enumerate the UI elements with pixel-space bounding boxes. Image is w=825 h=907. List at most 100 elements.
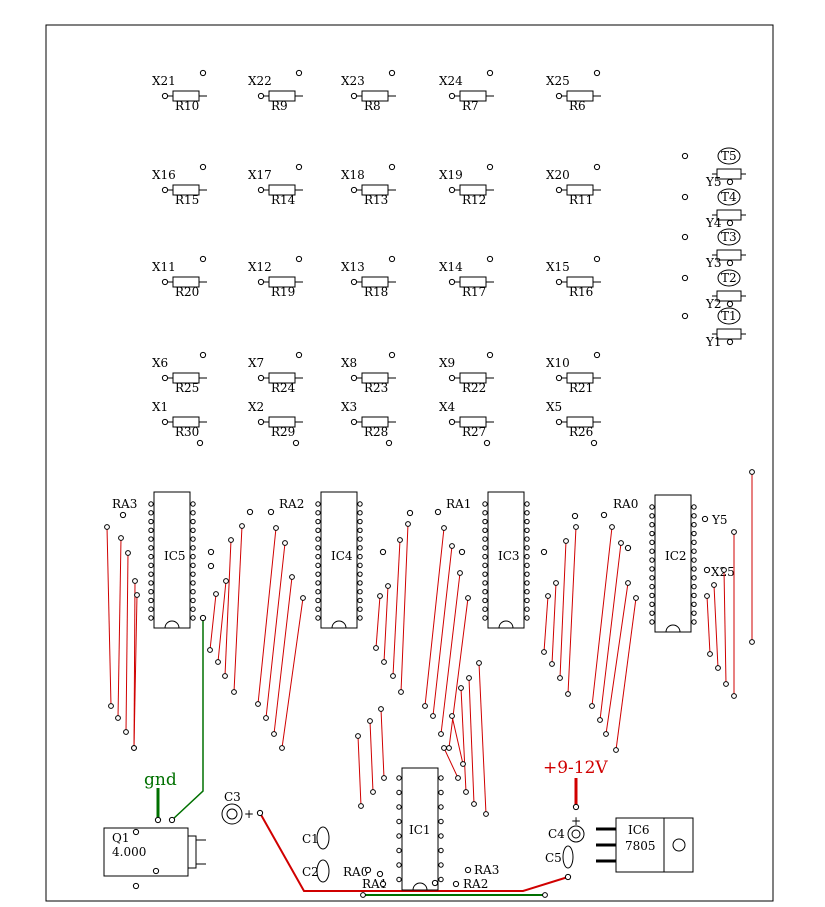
trace-red bbox=[432, 545, 453, 717]
junction-label: X11 bbox=[152, 260, 176, 274]
pad bbox=[726, 178, 734, 186]
pad bbox=[295, 69, 303, 77]
ic1-body bbox=[401, 767, 439, 891]
trace-red bbox=[551, 582, 557, 665]
pad bbox=[196, 439, 204, 447]
resistor-label: R12 bbox=[462, 193, 486, 207]
ic1-ra1-label: RA1 bbox=[362, 877, 387, 891]
pad bbox=[482, 536, 488, 542]
pad bbox=[441, 745, 447, 751]
regulator-hole bbox=[672, 838, 686, 852]
pad bbox=[557, 675, 563, 681]
pad bbox=[524, 518, 530, 525]
resistor-body bbox=[172, 372, 200, 384]
junction-label: X18 bbox=[341, 168, 365, 182]
resistor-label: R15 bbox=[175, 193, 199, 207]
ic-label: IC3 bbox=[498, 549, 520, 563]
pad bbox=[357, 536, 363, 542]
junction-label: X14 bbox=[439, 260, 463, 274]
pad bbox=[367, 718, 373, 724]
pad bbox=[390, 673, 396, 679]
junction-label: X6 bbox=[152, 356, 168, 370]
pad bbox=[148, 527, 154, 534]
pad bbox=[379, 548, 387, 556]
pad bbox=[152, 867, 160, 875]
pad bbox=[633, 595, 639, 601]
capacitor-c3-inner bbox=[226, 808, 238, 820]
pad bbox=[315, 597, 321, 604]
pad bbox=[555, 374, 563, 382]
ra-label: RA1 bbox=[446, 497, 471, 511]
pad bbox=[691, 566, 697, 572]
pad bbox=[448, 186, 456, 194]
pad bbox=[455, 775, 461, 781]
pad bbox=[691, 513, 697, 519]
resistor-body bbox=[172, 276, 200, 288]
trace-red bbox=[117, 537, 122, 719]
pad bbox=[731, 529, 737, 535]
pad bbox=[691, 575, 697, 581]
pad bbox=[228, 537, 234, 543]
pad bbox=[148, 518, 154, 525]
pad bbox=[190, 571, 196, 577]
pad bbox=[649, 548, 655, 554]
ic-label: IC5 bbox=[164, 549, 186, 563]
pad bbox=[108, 703, 114, 709]
trace-red bbox=[448, 597, 469, 749]
pad bbox=[438, 862, 444, 868]
trace-red bbox=[224, 539, 232, 677]
pad bbox=[593, 69, 601, 77]
transistor-y-label: Y3 bbox=[705, 256, 722, 270]
pad bbox=[681, 193, 689, 201]
pad bbox=[589, 703, 595, 709]
pad bbox=[357, 597, 363, 604]
pad bbox=[350, 186, 358, 194]
trace-red bbox=[400, 523, 409, 693]
trace-red bbox=[478, 662, 487, 815]
trace-red bbox=[468, 677, 475, 805]
pad bbox=[231, 689, 237, 695]
resistor-label: R19 bbox=[271, 285, 295, 299]
pad bbox=[199, 255, 207, 263]
pad bbox=[524, 571, 530, 577]
pad bbox=[593, 163, 601, 171]
pad bbox=[681, 233, 689, 241]
pad bbox=[438, 847, 444, 854]
resistor-label: R26 bbox=[569, 425, 593, 439]
pad bbox=[396, 876, 402, 883]
trace-red bbox=[375, 595, 381, 649]
trace-power bbox=[259, 812, 569, 892]
pad bbox=[132, 828, 140, 836]
pad bbox=[350, 92, 358, 100]
pad bbox=[482, 510, 488, 516]
pad bbox=[524, 588, 530, 595]
trace-red bbox=[567, 526, 577, 695]
pad bbox=[649, 539, 655, 546]
resistor-label: R18 bbox=[364, 285, 388, 299]
pad bbox=[190, 545, 196, 551]
ic1-ra2-label: RA2 bbox=[463, 877, 488, 891]
resistor-label: R27 bbox=[462, 425, 486, 439]
pad bbox=[464, 866, 472, 874]
trace-red bbox=[605, 582, 629, 735]
junction-label: X25 bbox=[546, 74, 570, 88]
pad bbox=[681, 152, 689, 160]
pad bbox=[315, 536, 321, 542]
regulator-ref: IC6 bbox=[628, 823, 650, 837]
gnd-label: gnd bbox=[144, 770, 177, 790]
pad bbox=[381, 775, 387, 781]
pad bbox=[360, 892, 366, 898]
resistor-label: R24 bbox=[271, 381, 296, 395]
pad bbox=[593, 351, 601, 359]
ra-label: RA2 bbox=[279, 497, 304, 511]
pad bbox=[267, 508, 275, 516]
crystal-ref: Q1 bbox=[112, 831, 129, 845]
junction-label: X23 bbox=[341, 74, 365, 88]
trace-red bbox=[273, 576, 293, 735]
